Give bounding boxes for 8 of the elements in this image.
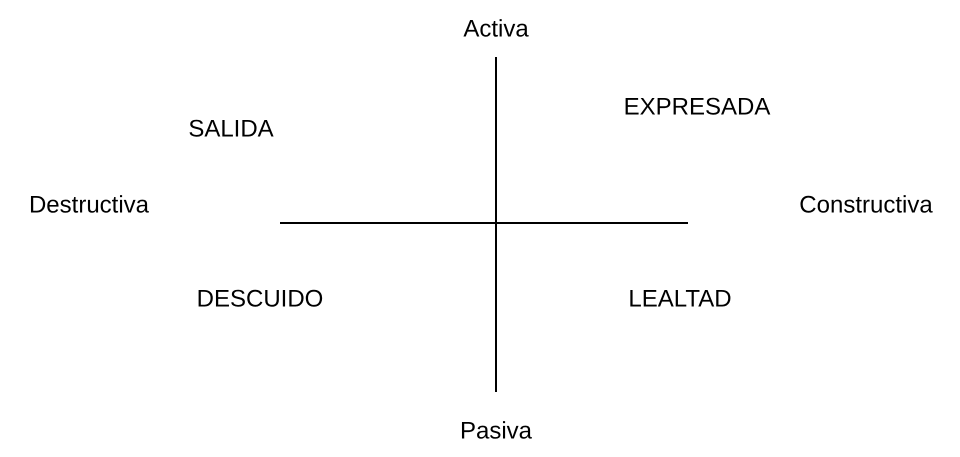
axis-label: Activa [463, 16, 529, 44]
axis-label: Pasiva [460, 418, 532, 446]
axis-label: LEALTAD [628, 286, 732, 314]
axis-label: DESCUIDO [196, 286, 324, 314]
axis-label: SALIDA [188, 116, 274, 144]
axis-label: EXPRESADA [624, 94, 770, 122]
axis-label: Destructiva [28, 192, 150, 220]
axis-label: Constructiva [799, 192, 933, 220]
